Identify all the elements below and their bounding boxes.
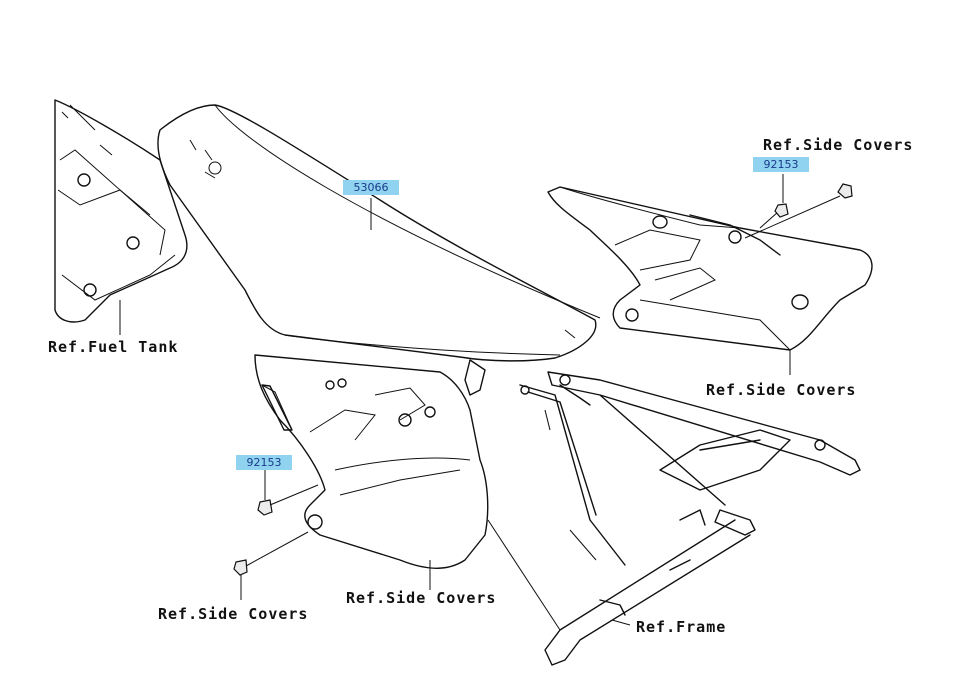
ref-fuel-tank-label: Ref.Fuel Tank: [48, 338, 179, 356]
left-side-cover-drawing: [254, 354, 489, 590]
ref-side-covers-right-label: Ref.Side Covers: [706, 381, 857, 399]
ref-side-covers-center-label: Ref.Side Covers: [346, 589, 497, 607]
part-number-tag-92153-left[interactable]: 92153: [236, 455, 292, 470]
ref-side-covers-bottom-left-label: Ref.Side Covers: [158, 605, 309, 623]
ref-frame-label: Ref.Frame: [636, 618, 727, 636]
part-number-tag-53066[interactable]: 53066: [343, 180, 399, 195]
part-number-tag-92153-right[interactable]: 92153: [753, 157, 809, 172]
bolt-left-drawing: [233, 470, 319, 600]
bolt-top-right-drawing: [774, 174, 853, 218]
seat-drawing: [157, 104, 601, 396]
right-side-cover-drawing: [547, 186, 873, 375]
ref-side-covers-top-label: Ref.Side Covers: [763, 136, 914, 154]
frame-drawing: [487, 371, 861, 666]
fuel-tank-drawing: [54, 99, 188, 323]
